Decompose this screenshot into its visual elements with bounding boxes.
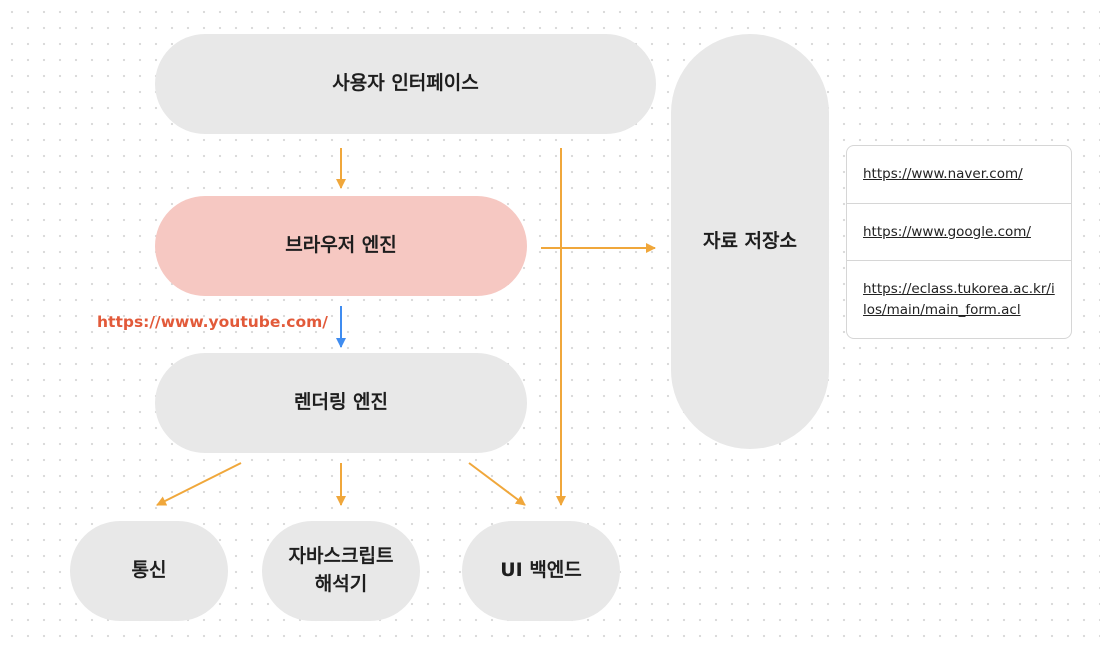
user-interface-node: 사용자 인터페이스 (155, 34, 656, 134)
data-storage-label: 자료 저장소 (702, 229, 797, 252)
stored-url-link-eclass[interactable]: https://eclass.tukorea.ac.kr/ilos/main/m… (847, 260, 1071, 338)
user-interface-label: 사용자 인터페이스 (332, 72, 479, 95)
data-storage-node: 자료 저장소 (671, 34, 829, 449)
stored-url-list: https://www.naver.com/ https://www.googl… (846, 145, 1072, 339)
rendering-engine-label: 렌더링 엔진 (293, 391, 388, 414)
browser-engine-node: 브라우저 엔진 (155, 196, 527, 296)
browser-engine-label: 브라우저 엔진 (285, 234, 397, 257)
stored-url-link-naver[interactable]: https://www.naver.com/ (863, 166, 1023, 183)
rendering-engine-node: 렌더링 엔진 (155, 353, 527, 453)
networking-label: 통신 (131, 559, 167, 582)
arrow-render-to-network (156, 462, 242, 506)
arrow-render-to-backend (468, 462, 526, 506)
js-interpreter-label-line2: 해석기 (314, 573, 368, 595)
networking-node: 통신 (70, 521, 228, 621)
js-interpreter-node: 자바스크립트 해석기 (262, 521, 420, 621)
js-interpreter-label-line1: 자바스크립트 (288, 545, 394, 568)
request-url-label: https://www.youtube.com/ (97, 313, 328, 331)
ui-backend-label: UI 백엔드 (500, 559, 582, 582)
stored-url-link-google[interactable]: https://www.google.com/ (847, 203, 1071, 260)
ui-backend-node: UI 백엔드 (462, 521, 620, 621)
